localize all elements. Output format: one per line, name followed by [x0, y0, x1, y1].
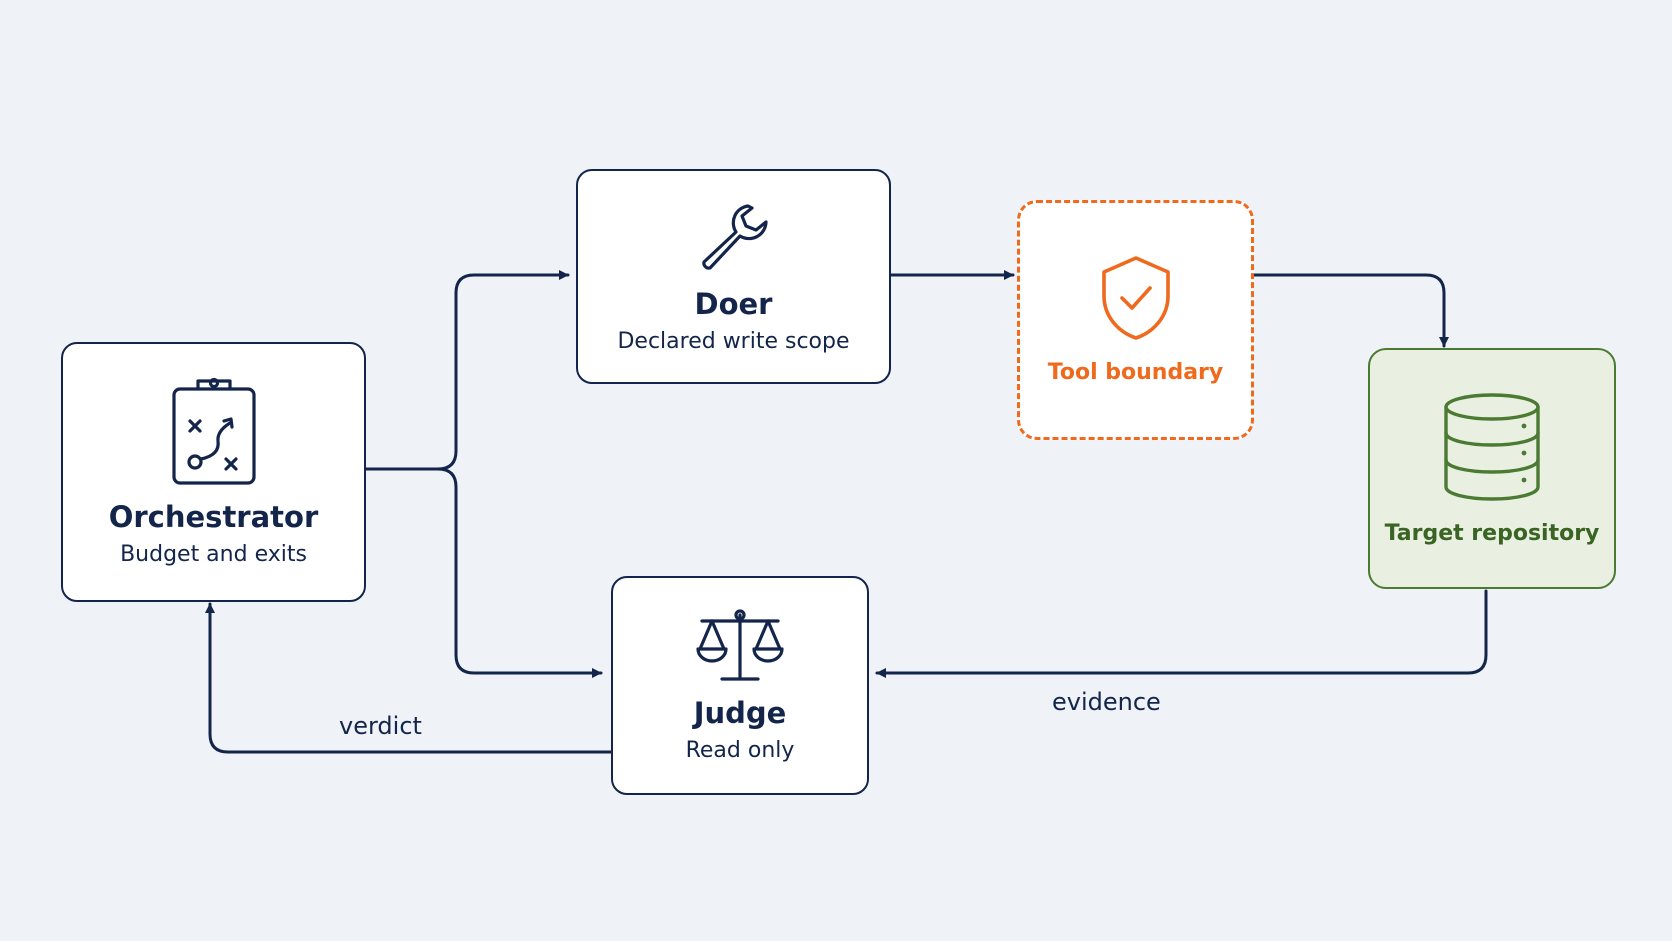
clipboard-strategy-icon — [171, 378, 256, 485]
judge-subtitle: Read only — [685, 737, 795, 763]
wrench-icon — [701, 204, 768, 270]
doer-subtitle: Declared write scope — [617, 328, 850, 354]
scales-icon — [696, 609, 784, 681]
shield-check-icon — [1101, 256, 1170, 341]
edge-repository-to-judge — [875, 589, 1488, 678]
node-target-repository[interactable]: Target repository — [1368, 348, 1616, 589]
database-icon — [1444, 393, 1540, 501]
edge-label-evidence: evidence — [1052, 688, 1161, 716]
node-judge[interactable]: Judge Read only — [611, 576, 869, 795]
node-tool-boundary[interactable]: Tool boundary — [1017, 200, 1254, 440]
edge-orchestrator-to-doer — [364, 270, 570, 471]
node-doer[interactable]: Doer Declared write scope — [576, 169, 891, 384]
target-repository-title: Target repository — [1384, 520, 1600, 546]
node-orchestrator[interactable]: Orchestrator Budget and exits — [61, 342, 366, 602]
orchestrator-subtitle: Budget and exits — [120, 542, 307, 568]
edge-orchestrator-to-judge — [436, 467, 603, 678]
edge-judge-to-orchestrator — [205, 602, 613, 754]
judge-title: Judge — [693, 695, 787, 730]
orchestrator-title: Orchestrator — [108, 500, 319, 535]
edge-boundary-to-repository — [1252, 273, 1449, 348]
edge-label-verdict: verdict — [339, 712, 422, 740]
doer-title: Doer — [694, 286, 773, 321]
tool-boundary-title: Tool boundary — [1047, 360, 1224, 386]
